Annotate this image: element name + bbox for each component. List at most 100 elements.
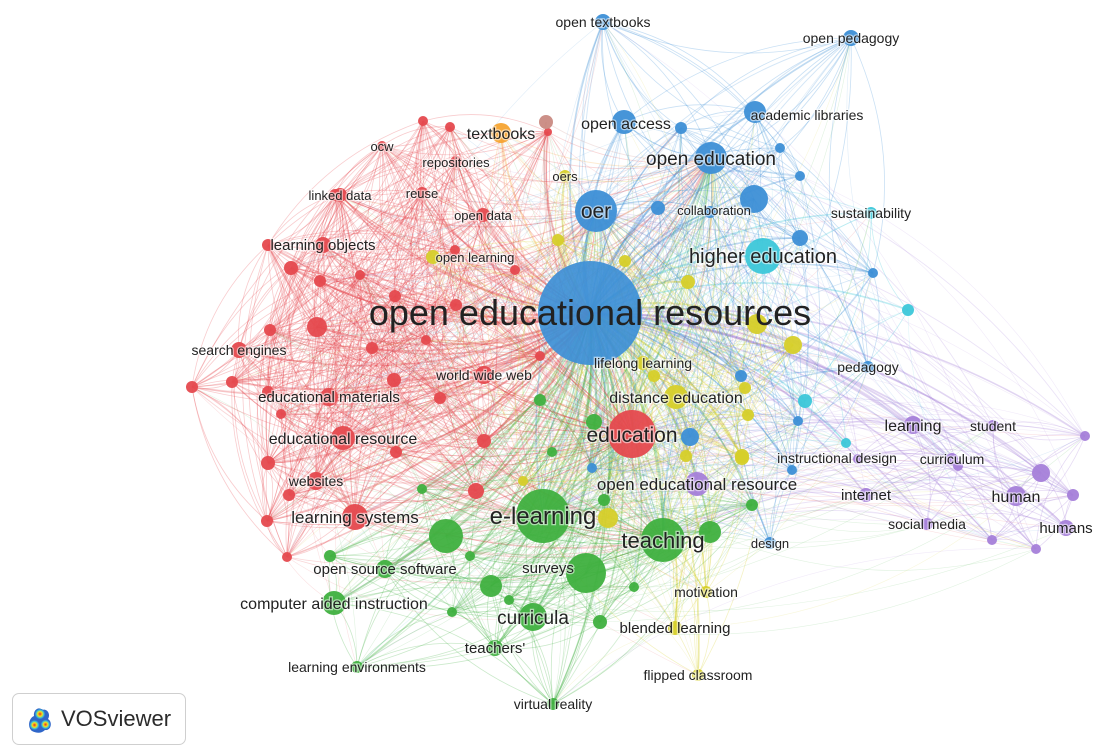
node-websites[interactable] — [307, 472, 325, 490]
label-social-media[interactable]: social media — [887, 515, 968, 534]
node-unlabelled[interactable] — [261, 456, 275, 470]
node-academic-libraries[interactable] — [744, 101, 766, 123]
node-unlabelled[interactable] — [261, 515, 273, 527]
node-unlabelled[interactable] — [593, 615, 607, 629]
node-human[interactable] — [1006, 486, 1026, 506]
label-repositories[interactable]: repositories — [421, 154, 491, 172]
node-world-wide-web[interactable] — [475, 366, 493, 384]
label-design[interactable]: design — [750, 535, 791, 553]
label-educational-materials[interactable]: educational materials — [257, 388, 401, 408]
label-flipped-classroom[interactable]: flipped classroom — [642, 666, 754, 685]
node-learning-systems[interactable] — [342, 504, 368, 530]
node-unlabelled[interactable] — [480, 575, 502, 597]
node-unlabelled[interactable] — [390, 446, 402, 458]
label-distance-education[interactable]: distance education — [608, 389, 744, 409]
node-unlabelled[interactable] — [186, 381, 198, 393]
node-unlabelled[interactable] — [445, 122, 455, 132]
label-educational-resource[interactable]: educational resource — [267, 430, 418, 450]
node-learning-environments[interactable] — [351, 661, 363, 673]
label-virtual-reality[interactable]: virtual reality — [512, 695, 593, 714]
node-unlabelled[interactable] — [544, 128, 552, 136]
label-surveys[interactable]: surveys — [521, 559, 575, 579]
node-humans[interactable] — [1058, 520, 1074, 536]
node-unlabelled[interactable] — [355, 270, 365, 280]
node-teachers[interactable] — [487, 640, 503, 656]
node-unlabelled[interactable] — [284, 261, 298, 275]
node-learning[interactable] — [904, 416, 922, 434]
node-open-educational-resources[interactable] — [538, 261, 642, 365]
label-curriculum[interactable]: curriculum — [918, 450, 985, 469]
node-unlabelled[interactable] — [681, 275, 695, 289]
label-open-pedagogy[interactable]: open pedagogy — [801, 29, 900, 48]
node-unlabelled[interactable] — [746, 499, 758, 511]
label-learning-objects[interactable]: learning objects — [269, 236, 377, 256]
node-unlabelled[interactable] — [793, 416, 803, 426]
node-unlabelled[interactable] — [587, 463, 597, 473]
node-sustainability[interactable] — [865, 207, 877, 219]
node-open-data[interactable] — [476, 208, 490, 222]
node-unlabelled[interactable] — [262, 386, 274, 398]
label-open-textbooks[interactable]: open textbooks — [554, 13, 652, 32]
node-learning-objects[interactable] — [315, 237, 331, 253]
node-student[interactable] — [987, 420, 999, 432]
vosviewer-brand-badge[interactable]: VOSviewer — [12, 693, 186, 745]
node-unlabelled[interactable] — [853, 454, 863, 464]
node-higher-education[interactable] — [745, 238, 781, 274]
node-open-education[interactable] — [695, 142, 727, 174]
label-websites[interactable]: websites — [286, 472, 344, 491]
label-textbooks[interactable]: textbooks — [465, 125, 536, 145]
label-oers[interactable]: oers — [551, 168, 579, 186]
node-unlabelled[interactable] — [264, 324, 276, 336]
node-unlabelled[interactable] — [262, 239, 274, 251]
label-ocw[interactable]: ocw — [369, 138, 395, 156]
node-curriculum[interactable] — [946, 453, 958, 465]
node-unlabelled[interactable] — [704, 206, 716, 218]
node-unlabelled[interactable] — [902, 304, 914, 316]
label-linked-data[interactable]: linked data — [307, 187, 373, 205]
label-learning-environments[interactable]: learning environments — [287, 658, 427, 677]
node-unlabelled[interactable] — [450, 299, 462, 311]
label-learning-systems[interactable]: learning systems — [290, 507, 420, 529]
node-unlabelled[interactable] — [1032, 464, 1050, 482]
node-unlabelled[interactable] — [387, 373, 401, 387]
node-design[interactable] — [764, 537, 776, 549]
node-motivation[interactable] — [700, 586, 712, 598]
node-unlabelled[interactable] — [417, 484, 427, 494]
label-motivation[interactable]: motivation — [673, 583, 739, 602]
node-unlabelled[interactable] — [468, 483, 484, 499]
node-repositories[interactable] — [450, 156, 462, 168]
node-unlabelled[interactable] — [429, 519, 463, 553]
node-open-educational-resource[interactable] — [685, 472, 709, 496]
node-unlabelled[interactable] — [795, 171, 805, 181]
node-open-learning[interactable] — [426, 250, 440, 264]
node-unlabelled[interactable] — [735, 370, 747, 382]
node-unlabelled[interactable] — [552, 234, 564, 246]
node-unlabelled[interactable] — [276, 409, 286, 419]
node-teaching[interactable] — [641, 518, 685, 562]
node-unlabelled[interactable] — [447, 607, 457, 617]
node-unlabelled[interactable] — [784, 336, 802, 354]
node-lifelong-learning[interactable] — [636, 356, 650, 370]
node-unlabelled[interactable] — [792, 230, 808, 246]
node-unlabelled[interactable] — [366, 342, 378, 354]
label-pedagogy[interactable]: pedagogy — [836, 358, 900, 377]
label-open-learning[interactable]: open learning — [434, 249, 515, 267]
node-unlabelled[interactable] — [619, 255, 631, 267]
node-unlabelled[interactable] — [477, 434, 491, 448]
node-unlabelled[interactable] — [775, 143, 785, 153]
label-sustainability[interactable]: sustainability — [830, 204, 913, 223]
node-open-textbooks[interactable] — [595, 14, 611, 30]
node-flipped-classroom[interactable] — [692, 669, 704, 681]
label-open-source-software[interactable]: open source software — [312, 560, 458, 580]
label-open-educational-resources[interactable]: open educational resources — [369, 292, 811, 333]
label-instructional-design[interactable]: instructional design — [776, 449, 898, 468]
label-learning[interactable]: learning — [883, 417, 943, 437]
node-unlabelled[interactable] — [547, 447, 557, 457]
label-open-access[interactable]: open access — [580, 115, 672, 135]
label-education[interactable]: education — [585, 423, 679, 449]
node-unlabelled[interactable] — [226, 376, 238, 388]
node-pedagogy[interactable] — [862, 361, 874, 373]
node-social-media[interactable] — [921, 518, 933, 530]
node-unlabelled[interactable] — [598, 508, 618, 528]
